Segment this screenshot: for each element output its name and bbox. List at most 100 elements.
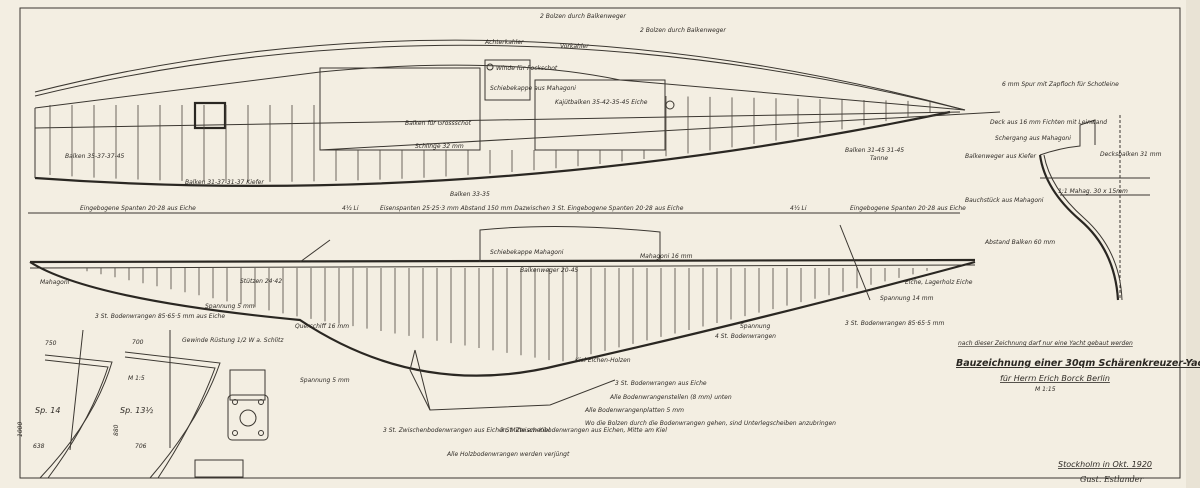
label-bolts-fore: 2 Bolzen durch Balkenweger: [640, 27, 726, 34]
label-beams-fore: Balken 31-45 31-45: [845, 147, 904, 154]
note-floors-fore: 3 St. Bodenwrangen 85·65·5 mm: [845, 320, 945, 327]
hull-section-inner: [1043, 154, 1123, 301]
label-vorkahler: Vorkahler: [560, 43, 589, 50]
label-mahogany-strip: 1:1 Mahag. 30 x 15mm: [1058, 188, 1128, 195]
title-block: nach dieser Zeichnung darf nur eine Yach…: [956, 340, 1200, 484]
section-sp14-inner: [44, 359, 109, 479]
section-sp14: [39, 354, 113, 479]
legend-mid-right: 4½ Li: [790, 205, 807, 212]
label-cabin-beams: Kajütbalken 35-42-35-45 Eiche: [555, 99, 648, 106]
bow-leader: [839, 224, 871, 301]
dim-880: 880: [113, 424, 120, 436]
drawing-owner: für Herrn Erich Borck Berlin: [1000, 374, 1110, 383]
label-bolts-aft: 2 Bolzen durch Balkenweger: [540, 13, 626, 20]
sheer-line-outer: [34, 39, 966, 111]
note-intermediate-floors-1: 3 St. Zwischenbodenwrangen aus Eichen, M…: [383, 427, 550, 434]
dim-750: 750: [45, 340, 57, 347]
label-deck-beams: Decksbalken 31 mm: [1100, 151, 1162, 158]
label-mahogany: Mahagoni: [40, 279, 70, 286]
chainplate-side: [229, 369, 266, 401]
archive-stamp: [194, 459, 244, 478]
hatch-outline: [484, 59, 531, 101]
designer-signature: Gust. Estlander: [1080, 475, 1144, 484]
label-tanne: Tanne: [870, 155, 888, 162]
label-plate-note: Gewinde Rüstung 1/2 W a. Schlitz: [182, 337, 284, 344]
cockpit-outline: [319, 67, 481, 151]
label-mahogany-16: Mahagoni 16 mm: [640, 253, 693, 260]
hull-section: [1038, 154, 1120, 301]
centerline: [34, 111, 961, 129]
label-beams-aft: Balken 35-37-37-45: [65, 153, 125, 160]
note-all-floors-tapered: Alle Holzbodenwrangen werden verjüngt: [446, 451, 570, 458]
label-winch: Winde für Fockschot: [496, 65, 558, 72]
plan-view: 2 Bolzen durch Balkenweger 2 Bolzen durc…: [34, 13, 1001, 198]
drawing-title: Bauzeichnung einer 30qm Schärenkreuzer-Y…: [956, 358, 1200, 369]
bolt-icon: [258, 399, 264, 405]
label-sling: Schlinge 32 mm: [415, 143, 464, 150]
note-floor-plates: Alle Bodenwrangenplatten 5 mm: [584, 407, 684, 414]
label-sheerstrake: Schergang aus Mahagoni: [995, 135, 1071, 142]
label-hatch-mahogany: Schiebekappe Mahagoni: [490, 249, 564, 256]
profile-view: Schiebekappe Mahagoni Balkenweger 20-45 …: [29, 224, 976, 458]
paper-edge: [1186, 0, 1200, 488]
drawing-scale: M 1:15: [1035, 386, 1056, 393]
frame-legend: Eingebogene Spanten 20·28 aus Eiche 4½ L…: [28, 205, 966, 214]
dim-638: 638: [33, 443, 45, 450]
bolt-icon: [232, 399, 238, 405]
rudder-stock: [299, 239, 331, 263]
note-spannung: Spannung 5 mm: [300, 377, 350, 384]
section-sp13: [124, 351, 221, 479]
bolt-icon: [232, 430, 238, 436]
note-oak-floors: 3 St. Bodenwrangen aus Eiche: [615, 380, 707, 387]
shroud-14: [69, 329, 84, 451]
legend-fore-frames: Eingebogene Spanten 20·28 aus Eiche: [850, 205, 966, 212]
legend-iron-frames: Eisenspanten 25·25·3 mm Abstand 150 mm D…: [380, 205, 684, 212]
label-beams-kiefer: Balken 31-37-31-37 Kiefer: [185, 179, 264, 186]
label-bulkhead: Querschiff 16 mm: [295, 323, 349, 330]
deck-plate-eye: [239, 409, 257, 427]
label-keel-oak: Kiel Eichen-Holzen: [575, 357, 631, 364]
drawing-frame: [19, 7, 1181, 479]
note-floors-aft: 3 St. Bodenwrangen 85·65·5 mm aus Eiche: [95, 313, 225, 320]
note-floors-4: 4 St. Bodenwrangen: [715, 333, 776, 340]
label-beam-shelf: Balkenweger 20-45: [520, 267, 579, 274]
label-shelf: Balkenweger aus Kiefer: [965, 153, 1037, 160]
label-beams-mid: Balken 33-35: [450, 191, 490, 198]
legend-mid-left: 4½ Li: [342, 205, 359, 212]
label-spannung-aft: Spannung 5 mm: [205, 303, 255, 310]
label-oak-bearing: Eiche, Lagerholz Eiche: [905, 279, 973, 286]
label-mainsheet-beam: Balken für Grossschot: [405, 120, 472, 127]
legend-aft-frames: Eingebogene Spanten 20·28 aus Eiche: [80, 205, 196, 212]
label-spannung-mid: Spannung: [740, 323, 771, 330]
section-sp13-inner: [124, 356, 216, 479]
deck-line: [29, 258, 976, 264]
label-bilge: Bauchstück aus Mahagoni: [965, 197, 1044, 204]
cabin-trunk: [479, 225, 661, 262]
hull-bottom-line: [34, 110, 951, 187]
midship-section: 6 mm Spur mit Zapfloch für Schotleine De…: [965, 81, 1162, 301]
hull-profile: [29, 260, 976, 377]
note-bolts-washers: Wo die Bolzen durch die Bodenwrangen geh…: [585, 420, 836, 427]
dim-700: 700: [132, 339, 144, 346]
plan-frames: [49, 96, 931, 182]
keel-outline: [414, 349, 616, 411]
label-sliding-hatch: Schiebekappe aus Mahagoni: [490, 85, 576, 92]
winch-icon: [486, 63, 494, 71]
label-spannung-fore: Spannung 14 mm: [880, 295, 934, 302]
label-stanchions: Stützen 24·42: [240, 278, 282, 285]
title-note: nach dieser Zeichnung darf nur eine Yach…: [958, 340, 1133, 347]
label-sp14: Sp. 14: [35, 406, 60, 415]
label-deck: Deck aus 16 mm Fichten mit Leinwand: [990, 119, 1107, 126]
note-floor-sites: Alle Bodenwrangenstellen (8 mm) unten: [609, 394, 732, 401]
detail-sections: Sp. 14 Sp. 13½ M 1:5 750 700 638 706 100…: [17, 329, 284, 479]
keel-aft: [409, 349, 431, 411]
clamp-line-profile: [29, 264, 976, 269]
dim-1000: 1000: [17, 422, 24, 437]
mast-step-box: [193, 101, 227, 130]
label-spur: 6 mm Spur mit Zapfloch für Schotleine: [1002, 81, 1119, 88]
label-achterkahler: Achterkahler: [484, 39, 524, 46]
sheer-line-inner: [34, 44, 966, 111]
note-intermediate-floors-2: 3 St. Zwischenbodenwrangen aus Eichen, M…: [500, 427, 667, 434]
label-sp13: Sp. 13½: [120, 406, 153, 415]
